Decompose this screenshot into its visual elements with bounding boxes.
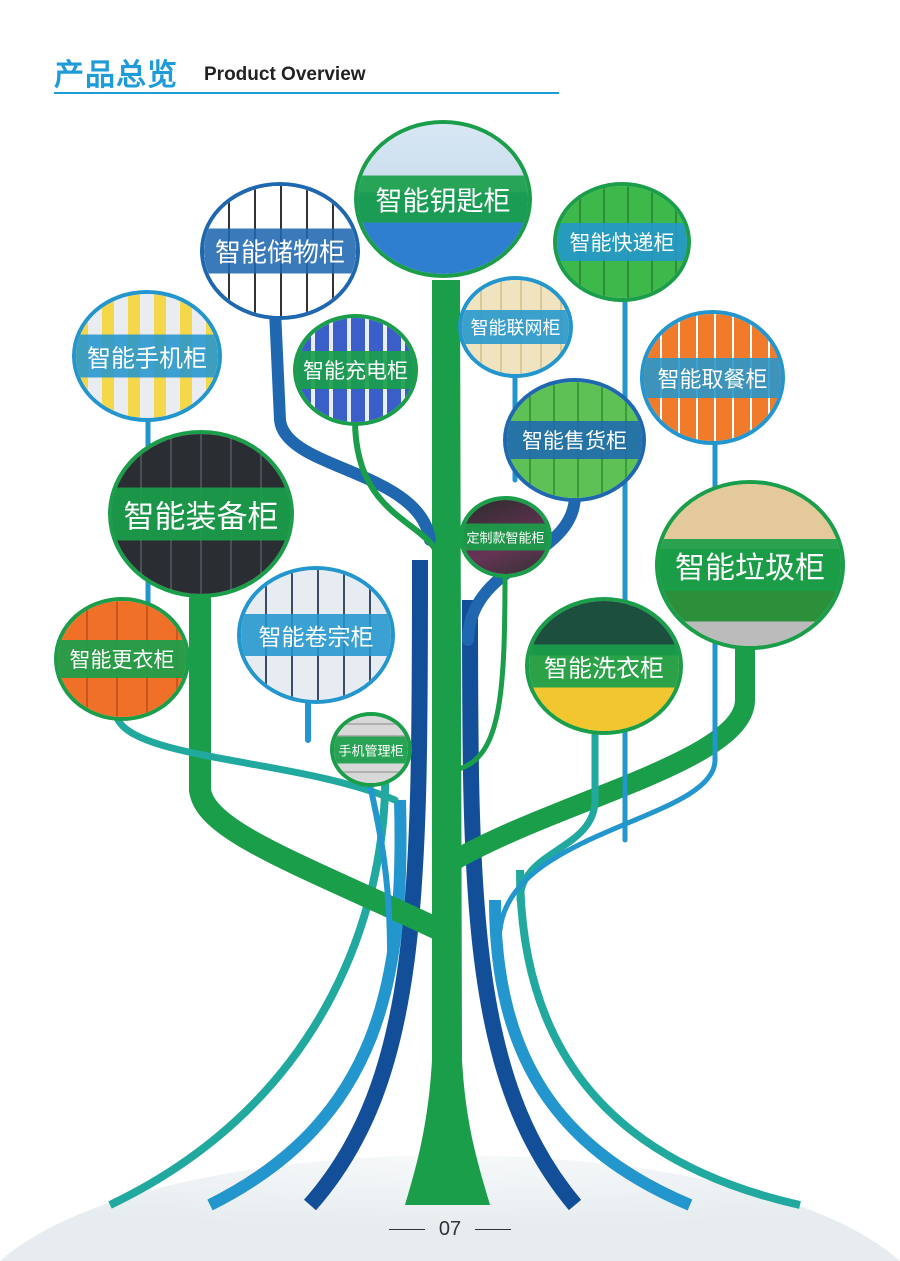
page-title-cn: 产品总览 bbox=[54, 58, 178, 93]
root-cyan-left bbox=[207, 799, 407, 1211]
node-label: 智能售货柜 bbox=[507, 421, 642, 459]
page-header: 产品总览 Product Overview bbox=[54, 48, 559, 94]
page-number: 07 bbox=[438, 1218, 462, 1240]
root-darkblue-left bbox=[303, 559, 428, 1211]
node-phone-management[interactable]: 手机管理柜 bbox=[330, 712, 412, 787]
node-network-locker[interactable]: 智能联网柜 bbox=[458, 276, 573, 378]
node-food-pickup-locker[interactable]: 智能取餐柜 bbox=[640, 310, 785, 445]
branch-garbage bbox=[445, 640, 755, 870]
node-label: 智能储物柜 bbox=[204, 228, 356, 274]
branch-storage bbox=[269, 304, 436, 546]
root-cyan-right bbox=[489, 899, 693, 1211]
branch-changing bbox=[114, 716, 399, 804]
node-changing-locker[interactable]: 智能更衣柜 bbox=[54, 597, 190, 721]
branch-charging bbox=[352, 417, 443, 563]
node-label: 智能联网柜 bbox=[462, 310, 569, 344]
root-darkblue-right bbox=[462, 599, 582, 1211]
footer-dash-right bbox=[475, 1229, 512, 1231]
node-file-cabinet[interactable]: 智能卷宗柜 bbox=[237, 566, 395, 704]
node-label: 定制款智能柜 bbox=[463, 523, 548, 551]
node-charging-locker[interactable]: 智能充电柜 bbox=[293, 314, 418, 426]
branch-custom bbox=[452, 572, 508, 773]
footer-dash-left bbox=[388, 1229, 425, 1231]
node-phone-locker[interactable]: 智能手机柜 bbox=[72, 290, 222, 422]
node-label: 智能充电柜 bbox=[297, 351, 414, 389]
node-label: 智能手机柜 bbox=[76, 334, 218, 378]
node-label: 智能取餐柜 bbox=[644, 357, 781, 398]
branch-equipment bbox=[189, 589, 451, 941]
node-label: 智能钥匙柜 bbox=[358, 175, 528, 223]
node-label: 智能快递柜 bbox=[557, 223, 687, 261]
node-laundry-locker[interactable]: 智能洗衣柜 bbox=[525, 597, 683, 735]
title-underline bbox=[54, 92, 559, 94]
node-label: 智能卷宗柜 bbox=[241, 614, 391, 656]
node-label: 智能更衣柜 bbox=[58, 640, 186, 678]
ground-hill bbox=[0, 1155, 900, 1261]
page-footer: 07 bbox=[0, 1218, 900, 1241]
node-label: 智能垃圾柜 bbox=[659, 539, 841, 591]
node-label: 智能洗衣柜 bbox=[529, 644, 679, 688]
page-title-en: Product Overview bbox=[204, 64, 366, 85]
node-vending-locker[interactable]: 智能售货柜 bbox=[503, 378, 646, 502]
node-parcel-locker[interactable]: 智能快递柜 bbox=[553, 182, 691, 302]
root-teal-left bbox=[108, 759, 390, 1209]
branch-phonemgmt bbox=[367, 782, 393, 953]
node-custom-locker[interactable]: 定制款智能柜 bbox=[459, 496, 552, 578]
branch-pickup bbox=[497, 442, 718, 933]
node-key-cabinet[interactable]: 智能钥匙柜 bbox=[354, 120, 532, 278]
node-label: 智能装备柜 bbox=[112, 487, 290, 541]
node-label: 手机管理柜 bbox=[334, 736, 408, 763]
root-teal-right bbox=[516, 869, 801, 1209]
node-storage-locker[interactable]: 智能储物柜 bbox=[200, 182, 360, 320]
node-garbage-station[interactable]: 智能垃圾柜 bbox=[655, 480, 845, 650]
trunk bbox=[405, 280, 490, 1205]
